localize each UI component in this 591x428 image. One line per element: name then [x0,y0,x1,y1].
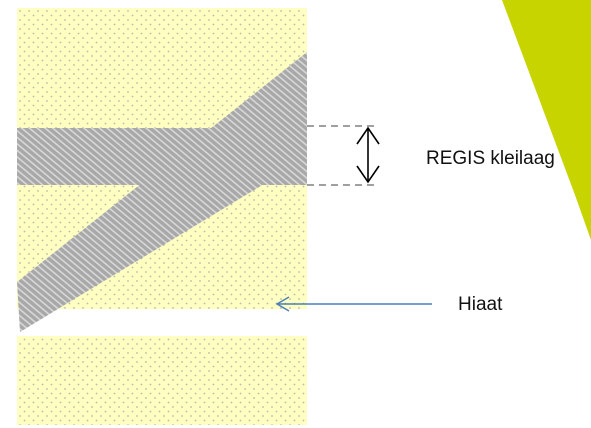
regis-kleilaag-label: REGIS kleilaag [426,148,555,169]
hiaat-arrow [275,296,432,312]
diagonal-clay-layer [17,52,307,332]
accent-shape [502,0,591,240]
hiaat-label: Hiaat [458,294,503,315]
sand-layer-lower [17,336,307,425]
thickness-double-arrow [356,126,380,184]
